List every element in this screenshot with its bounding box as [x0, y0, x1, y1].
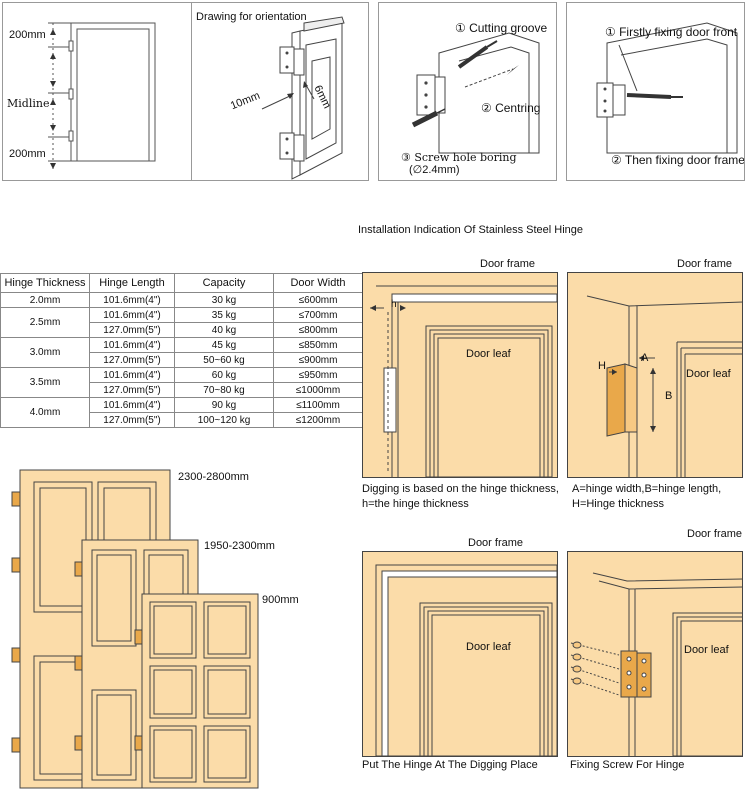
installation-heading: Installation Indication Of Stainless Ste…	[358, 224, 584, 236]
width-cell: ≤950mm	[273, 367, 363, 383]
door-size-large: 2300-2800mm	[178, 471, 249, 483]
width-cell: ≤700mm	[273, 307, 363, 323]
table-row: 127.0mm(5") 40 kg ≤800mm	[1, 322, 363, 338]
panel-cutting-groove: ① Cutting groove ② Centring ③ Screw hole…	[378, 2, 557, 181]
capacity-cell: 40 kg	[174, 322, 274, 338]
table-row: 127.0mm(5") 70~80 kg ≤1000mm	[1, 382, 363, 398]
table-row: 2.5mm 101.6mm(4") 35 kg ≤700mm	[0, 307, 363, 338]
step-screw-hole-boring: ③ Screw hole boring	[401, 151, 517, 164]
thickness-cell: 4.0mm	[0, 397, 90, 428]
width-cell: ≤800mm	[273, 322, 363, 338]
door-sizes-illustration	[11, 469, 259, 789]
panel-b-h-label: H	[598, 360, 606, 372]
width-cell: ≤900mm	[273, 352, 363, 368]
screw-hole-diameter: (∅2.4mm)	[409, 164, 460, 176]
header-door-width: Door Width	[273, 273, 363, 293]
panel-c-frame-label: Door frame	[468, 537, 524, 549]
thickness-cell: 2.5mm	[0, 307, 90, 338]
capacity-cell: 60 kg	[174, 367, 274, 383]
table-row: 3.5mm 101.6mm(4") 60 kg ≤950mm	[0, 367, 363, 398]
hinge-spec-table: Hinge Thickness Hinge Length Capacity Do…	[0, 273, 363, 428]
table-row: 3.0mm 101.6mm(4") 45 kg ≤850mm	[0, 337, 363, 368]
door-outline-drawing	[48, 22, 156, 169]
panel-b-dimensions-drawing	[567, 272, 743, 478]
length-cell: 101.6mm(4")	[89, 292, 175, 308]
fixing-order-drawing	[596, 22, 738, 154]
step-cutting-groove: ① Cutting groove	[455, 21, 548, 35]
step-fix-door-frame: ② Then fixing door frame	[611, 153, 745, 167]
capacity-cell: 50~60 kg	[174, 352, 274, 368]
header-hinge-thickness: Hinge Thickness	[0, 273, 90, 293]
length-cell: 127.0mm(5")	[89, 352, 175, 368]
length-cell: 101.6mm(4")	[89, 307, 175, 323]
table-row: 2.0mm 101.6mm(4") 30 kg ≤600mm	[0, 292, 363, 308]
capacity-cell: 35 kg	[174, 307, 274, 323]
orientation-title: Drawing for orientation	[196, 11, 307, 23]
panel-c-placement-drawing	[362, 551, 558, 757]
spec-table-header-row: Hinge Thickness Hinge Length Capacity Do…	[0, 273, 363, 293]
capacity-cell: 100~120 kg	[174, 412, 274, 428]
cutting-groove-drawing	[411, 32, 540, 154]
panel-b-caption-line2: H=Hinge thickness	[572, 498, 665, 510]
panel-door-midline: 200mm Midline 200mm	[2, 2, 193, 181]
dim-top-label: 200mm	[9, 29, 46, 41]
length-cell: 127.0mm(5")	[89, 322, 175, 338]
length-cell: 101.6mm(4")	[89, 367, 175, 383]
panel-fixing-order: ① Firstly fixing door front ② Then fixin…	[566, 2, 745, 181]
capacity-cell: 30 kg	[174, 292, 274, 308]
door-size-medium: 1950-2300mm	[204, 540, 275, 552]
width-cell: ≤850mm	[273, 337, 363, 353]
width-cell: ≤1000mm	[273, 382, 363, 398]
midline-label: Midline	[7, 97, 50, 110]
panel-b-caption-line1: A=hinge width,B=hinge length,	[572, 483, 722, 495]
capacity-cell: 45 kg	[174, 337, 274, 353]
step-fix-door-front: ① Firstly fixing door front	[605, 25, 738, 39]
dim-bottom-label: 200mm	[9, 148, 46, 160]
panel-d-leaf-label: Door leaf	[684, 644, 729, 656]
panel-d-frame-label: Door frame	[687, 528, 743, 540]
panel-orientation: Drawing for orientation 10mm 6mm	[191, 2, 369, 181]
header-hinge-length: Hinge Length	[89, 273, 175, 293]
panel-b-frame-label: Door frame	[677, 258, 733, 270]
panel-b-b-label: B	[665, 390, 673, 402]
table-row: 4.0mm 101.6mm(4") 90 kg ≤1100mm	[0, 397, 363, 428]
door-size-small: 900mm	[262, 594, 299, 606]
panel-a-h-label: h	[391, 299, 397, 310]
length-cell: 127.0mm(5")	[89, 382, 175, 398]
door-small	[134, 593, 259, 789]
panel-a-caption-line1: Digging is based on the hinge thickness,	[362, 483, 559, 495]
length-cell: 101.6mm(4")	[89, 397, 175, 413]
panel-b-a-label: A	[641, 352, 649, 364]
panel-b-leaf-label: Door leaf	[686, 368, 731, 380]
header-capacity: Capacity	[174, 273, 274, 293]
panel-a-leaf-label: Door leaf	[466, 348, 511, 360]
step-centring: ② Centring	[481, 101, 541, 115]
table-row: 127.0mm(5") 50~60 kg ≤900mm	[1, 352, 363, 368]
orientation-drawing	[261, 16, 345, 180]
thickness-cell: 2.0mm	[0, 292, 90, 308]
capacity-cell: 70~80 kg	[174, 382, 274, 398]
length-cell: 127.0mm(5")	[89, 412, 175, 428]
table-row: 127.0mm(5") 100~120 kg ≤1200mm	[1, 412, 363, 428]
width-cell: ≤1200mm	[273, 412, 363, 428]
panel-d-screw-drawing	[567, 551, 743, 757]
panel-c-leaf-label: Door leaf	[466, 641, 511, 653]
panel-a-digging-drawing	[362, 272, 558, 478]
panel-a-caption-line2: h=the hinge thickness	[362, 498, 469, 510]
width-cell: ≤1100mm	[273, 397, 363, 413]
width-cell: ≤600mm	[273, 292, 363, 308]
capacity-cell: 90 kg	[174, 397, 274, 413]
panel-d-caption: Fixing Screw For Hinge	[570, 759, 685, 771]
panel-c-caption: Put The Hinge At The Digging Place	[362, 759, 538, 771]
panel-a-frame-label: Door frame	[480, 258, 536, 270]
thickness-cell: 3.5mm	[0, 367, 90, 398]
thickness-cell: 3.0mm	[0, 337, 90, 368]
length-cell: 101.6mm(4")	[89, 337, 175, 353]
